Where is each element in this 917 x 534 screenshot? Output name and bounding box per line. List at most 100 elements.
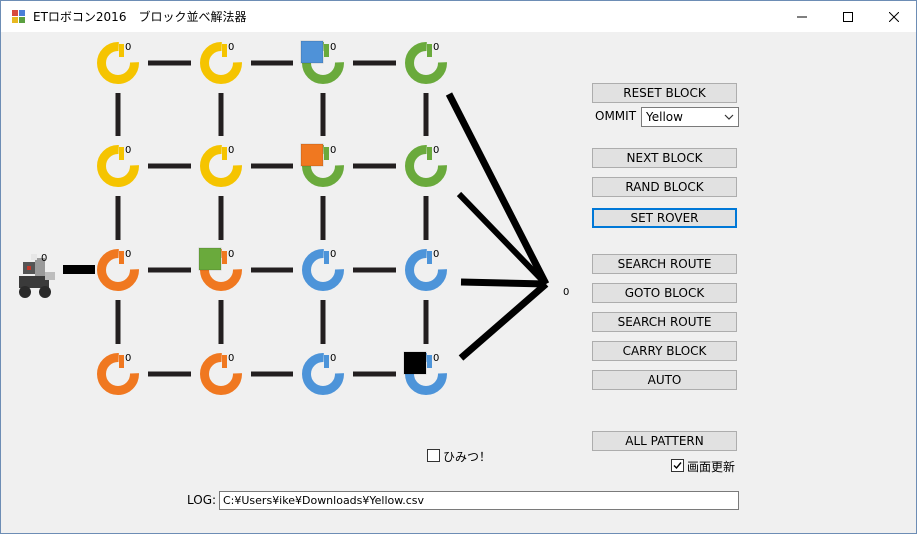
node-gap: [221, 38, 246, 63]
node-marker: [324, 44, 329, 57]
node-counter: 0: [330, 145, 336, 156]
node-marker: [427, 251, 432, 264]
node-counter: 0: [228, 145, 234, 156]
node-marker: [119, 355, 124, 368]
node-gap: [118, 38, 143, 63]
node-marker: [427, 44, 432, 57]
node-gap: [426, 38, 451, 63]
block-board[interactable]: 0 0 0 0 0 0 0 0 0 0 0 0 0 0 0 0 0 0: [1, 32, 581, 432]
next-block-button[interactable]: NEXT BLOCK: [592, 148, 737, 168]
node-counter: 0: [330, 42, 336, 53]
route-line: [460, 278, 547, 288]
node-gap: [323, 245, 348, 270]
route-line: [458, 281, 549, 361]
log-path-input[interactable]: C:¥Users¥ike¥Downloads¥Yellow.csv: [219, 491, 739, 510]
maximize-icon: [843, 11, 853, 22]
rover-bar: [63, 265, 95, 274]
ommit-selected-value: Yellow: [646, 110, 683, 124]
title-bar[interactable]: ETロボコン2016 ブロック並べ解法器: [1, 1, 916, 32]
node-ring: [405, 145, 447, 187]
maximize-button[interactable]: [825, 1, 871, 32]
close-button[interactable]: [871, 1, 916, 32]
node-counter: 0: [433, 42, 439, 53]
node-gap: [221, 141, 246, 166]
node-marker: [222, 147, 227, 160]
node-ring: [97, 145, 139, 187]
node-marker: [427, 355, 432, 368]
node-ring: [302, 353, 344, 395]
node-gap: [118, 141, 143, 166]
node-counter: 0: [433, 145, 439, 156]
node-ring: [405, 249, 447, 291]
route-line: [445, 92, 550, 286]
log-label: LOG:: [187, 493, 217, 507]
node-counter: 0: [125, 42, 131, 53]
node-ring: [302, 249, 344, 291]
node-marker: [324, 355, 329, 368]
close-icon: [889, 11, 899, 22]
node-counter: 0: [125, 249, 131, 260]
ommit-select[interactable]: Yellow: [641, 107, 739, 127]
all-pattern-button[interactable]: ALL PATTERN: [592, 431, 737, 451]
ommit-label: OMMIT: [595, 109, 637, 123]
himitsu-checkbox[interactable]: [427, 449, 440, 462]
color-block: [300, 40, 324, 64]
color-block: [300, 143, 324, 167]
node-marker: [222, 355, 227, 368]
node-ring: [200, 145, 242, 187]
node-gap: [426, 349, 451, 374]
minimize-button[interactable]: [779, 1, 825, 32]
node-ring: [200, 42, 242, 84]
color-block: [403, 351, 427, 375]
node-marker: [222, 44, 227, 57]
node-counter: 0: [125, 353, 131, 364]
node-counter: 0: [433, 353, 439, 364]
node-counter: 0: [330, 353, 336, 364]
node-gap: [221, 245, 246, 270]
robot-icon: [19, 254, 55, 298]
node-gap: [118, 349, 143, 374]
himitsu-label: ひみつ！: [443, 450, 492, 464]
node-counter: 0: [125, 145, 131, 156]
search-route-button-2[interactable]: SEARCH ROUTE: [592, 312, 737, 332]
carry-block-button[interactable]: CARRY BLOCK: [592, 341, 737, 361]
node-gap: [323, 38, 348, 63]
node-marker: [119, 147, 124, 160]
node-ring: [200, 353, 242, 395]
goto-block-button[interactable]: GOTO BLOCK: [592, 283, 737, 303]
node-gap: [426, 245, 451, 270]
node-marker: [427, 147, 432, 160]
node-counter: 0: [228, 249, 234, 260]
screen-update-label: 画面更新: [687, 460, 736, 474]
auto-button[interactable]: AUTO: [592, 370, 737, 390]
rover-counter: 0: [41, 253, 47, 264]
minimize-icon: [797, 16, 807, 17]
node-counter: 0: [330, 249, 336, 260]
node-gap: [323, 349, 348, 374]
goal-counter: 0: [563, 287, 569, 298]
search-route-button[interactable]: SEARCH ROUTE: [592, 254, 737, 274]
node-counter: 0: [228, 42, 234, 53]
node-ring: [97, 42, 139, 84]
node-gap: [221, 349, 246, 374]
node-marker: [324, 251, 329, 264]
node-counter: 0: [228, 353, 234, 364]
node-counter: 0: [433, 249, 439, 260]
color-block: [198, 247, 222, 271]
node-ring: [97, 249, 139, 291]
node-ring: [97, 353, 139, 395]
node-marker: [119, 251, 124, 264]
screen-update-checkbox[interactable]: [671, 459, 684, 472]
window-title: ETロボコン2016 ブロック並べ解法器: [33, 10, 247, 24]
node-ring: [405, 42, 447, 84]
node-marker: [222, 251, 227, 264]
rand-block-button[interactable]: RAND BLOCK: [592, 177, 737, 197]
chevron-down-icon: [724, 114, 734, 120]
node-gap: [118, 245, 143, 270]
reset-block-button[interactable]: RESET BLOCK: [592, 83, 737, 103]
node-gap: [323, 141, 348, 166]
set-rover-button[interactable]: SET ROVER: [592, 208, 737, 228]
node-marker: [119, 44, 124, 57]
node-gap: [426, 141, 451, 166]
